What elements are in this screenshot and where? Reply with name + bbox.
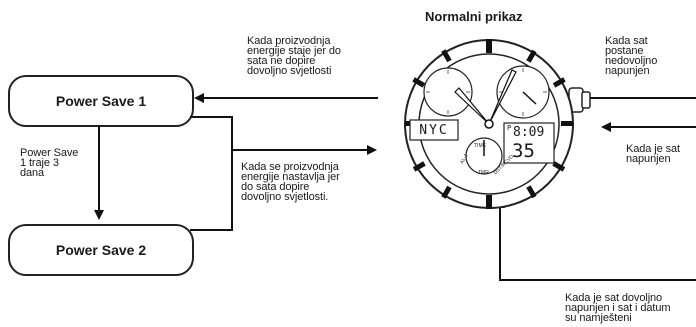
diagram-title: Normalni prikaz	[425, 9, 523, 24]
label-charged-and-set: Kada je sat dovoljno napunjen i sat i da…	[565, 292, 671, 324]
label-ps1-duration: Power Save 1 traje 3 dana	[20, 147, 79, 179]
watch-illustration	[404, 39, 591, 209]
label-energy-resumes: Kada se proizvodnja energije nastavlja j…	[241, 161, 340, 203]
arrow-ps2-to-watch	[190, 150, 233, 231]
watch-city-code: NYC	[419, 123, 449, 138]
watch-seconds: 35	[512, 140, 535, 162]
label-charged: Kada je sat napunjen	[626, 143, 680, 165]
label-energy-stops: Kada proizvodnja energije staje jer do s…	[247, 35, 341, 77]
arrow-ps1-to-watch	[190, 116, 377, 155]
power-save-1-box: Power Save 1	[8, 75, 194, 127]
watch-time: 8:09	[513, 125, 545, 140]
watch-dial-time: TIME	[474, 143, 486, 149]
watch-dial-tmr: TMR	[478, 170, 489, 176]
label-undercharged: Kada sat postane nedovoljno napunjen	[605, 35, 658, 77]
watch-ampm: P	[507, 124, 512, 132]
power-save-1-label: Power Save 1	[55, 93, 147, 109]
power-save-2-box: Power Save 2	[8, 224, 194, 276]
power-save-2-label: Power Save 2	[55, 242, 147, 258]
arrow-set-to-watch	[495, 198, 696, 281]
